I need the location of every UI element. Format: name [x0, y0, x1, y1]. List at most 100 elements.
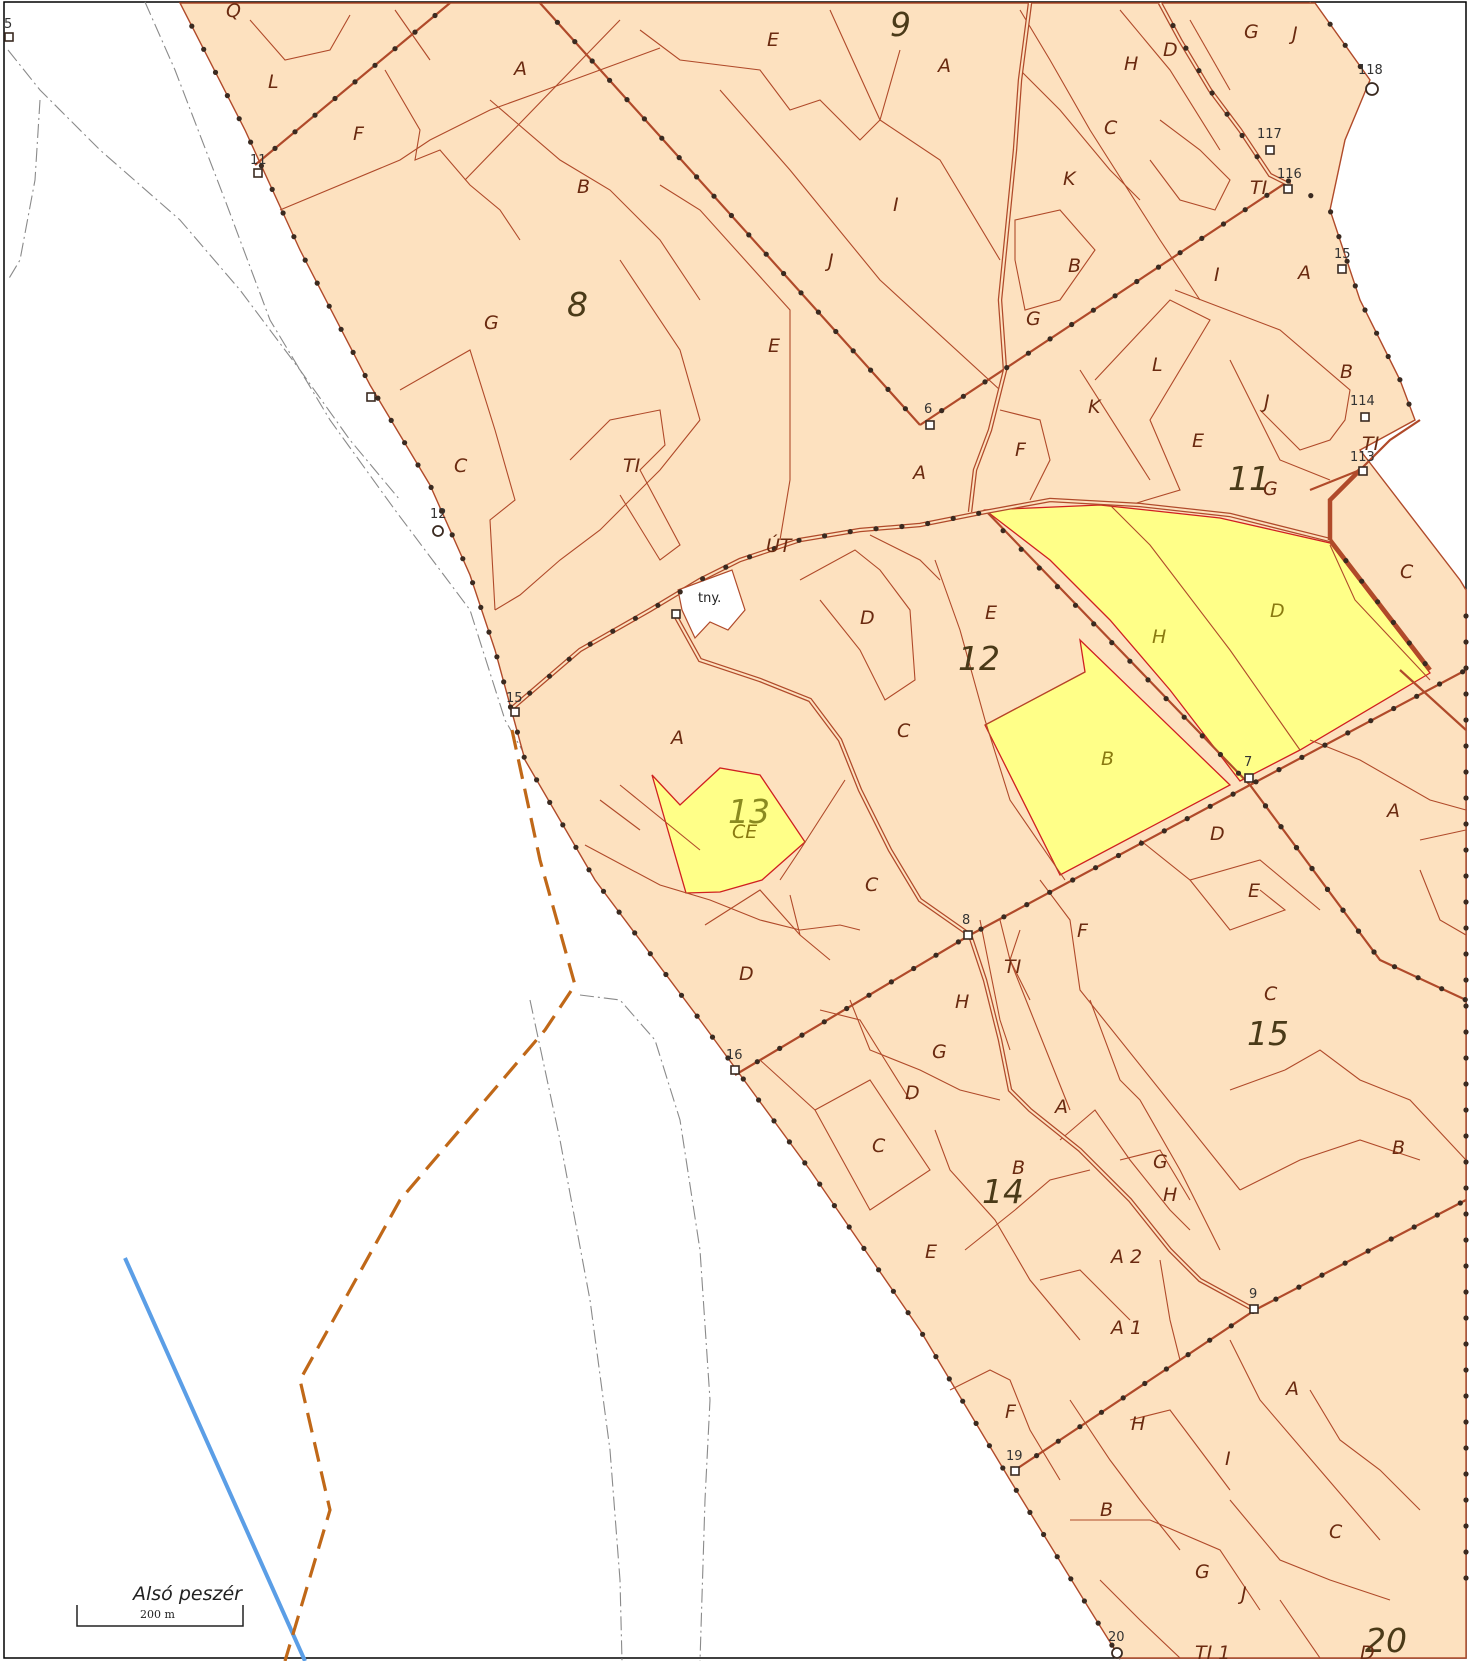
map-label: A 2 — [1109, 1246, 1142, 1268]
map-label: L — [1152, 354, 1163, 376]
boundary-dot — [725, 1055, 731, 1061]
boundary-dot — [902, 406, 909, 412]
boundary-dot — [1264, 192, 1270, 198]
marker-115 — [1337, 264, 1347, 274]
boundary-dot — [1463, 951, 1469, 957]
map-label: D — [905, 1082, 920, 1104]
boundary-dot — [798, 290, 804, 296]
point-labels: 5 11 12 15 6 7 8 9 16 19 20 114 113 15 1… — [4, 17, 1383, 1645]
boundary-dot — [1127, 658, 1133, 664]
boundary-dot — [1352, 283, 1358, 289]
boundary-dot — [799, 1032, 805, 1038]
map-label: H — [1152, 626, 1166, 648]
administrative-boundary — [283, 729, 577, 1661]
boundary-dot — [362, 372, 368, 379]
boundary-dot — [694, 174, 700, 180]
boundary-dot — [589, 58, 595, 64]
boundary-dot — [815, 309, 822, 315]
boundary-dot — [833, 328, 839, 335]
boundary-dot — [844, 1005, 850, 1012]
boundary-dot — [1262, 803, 1269, 809]
map-label: B — [1101, 748, 1114, 770]
boundary-dot — [1359, 578, 1365, 584]
map-label: D — [1163, 39, 1178, 61]
map-label: Q — [226, 0, 241, 22]
boundary-dot — [1434, 1212, 1440, 1218]
boundary-dot — [1463, 795, 1469, 801]
boundary-dot — [1273, 1296, 1279, 1302]
map-label: I — [1225, 1448, 1231, 1470]
boundary-dot — [350, 349, 356, 355]
boundary-dot — [1209, 90, 1215, 96]
boundary-dot — [677, 589, 683, 595]
boundary-dot — [1090, 307, 1096, 313]
map-label: I — [893, 194, 899, 216]
boundary-dot — [1357, 63, 1363, 70]
boundary-dot — [587, 641, 593, 647]
boundary-dot — [1463, 769, 1469, 775]
boundary-dot — [573, 844, 579, 850]
boundary-dot — [976, 510, 982, 516]
boundary-dot — [659, 135, 665, 141]
map-label: B — [1068, 255, 1081, 277]
boundary-dot — [1414, 693, 1420, 699]
boundary-dot — [746, 232, 752, 238]
boundary-dot — [847, 529, 853, 535]
boundary-dot — [375, 395, 381, 401]
boundary-dot — [1463, 1393, 1469, 1399]
boundary-dot — [600, 888, 607, 894]
boundary-dot — [1355, 928, 1362, 934]
boundary-dot — [1322, 742, 1328, 748]
boundary-dot — [1024, 902, 1030, 908]
boundary-dot — [1235, 770, 1242, 776]
map-label: E — [1192, 430, 1204, 452]
marker-117 — [1265, 145, 1275, 155]
boundary-dot — [1342, 42, 1348, 48]
map-label: H — [1163, 1184, 1177, 1206]
boundary-dot — [740, 1076, 746, 1082]
map-label: D — [1360, 1642, 1375, 1661]
boundary-dot — [1463, 1445, 1469, 1451]
map-label: C — [1400, 561, 1414, 583]
boundary-dot — [432, 12, 438, 19]
map-label: 19 — [1006, 1449, 1023, 1464]
boundary-dot — [1340, 907, 1346, 913]
boundary-dot — [302, 257, 308, 263]
boundary-dot — [1463, 1289, 1469, 1295]
map-label: 9 — [1249, 1287, 1257, 1302]
boundary-dot — [1207, 803, 1213, 809]
boundary-dot — [756, 1097, 762, 1103]
boundary-dot — [501, 679, 507, 685]
boundary-dot — [1276, 767, 1282, 773]
boundary-dot — [1463, 717, 1469, 723]
boundary-dot — [1239, 132, 1245, 139]
map-label: K — [1088, 396, 1102, 418]
boundary-dot — [1228, 1323, 1234, 1329]
boundary-dot — [352, 79, 358, 85]
boundary-dot — [1091, 621, 1097, 627]
boundary-dot — [494, 654, 500, 660]
boundary-dot — [1285, 178, 1292, 184]
boundary-dot — [1217, 751, 1223, 758]
map-label: D — [1210, 823, 1225, 845]
boundary-dot — [1077, 1424, 1083, 1430]
boundary-dot — [280, 210, 286, 216]
boundary-dot — [1463, 1081, 1469, 1087]
boundary-dots — [189, 12, 1469, 1648]
boundary-dot — [1155, 264, 1162, 270]
boundary-dot — [1072, 602, 1079, 608]
marker-7 — [1244, 773, 1254, 783]
boundary-dot — [933, 952, 939, 958]
boundary-dot — [1308, 193, 1314, 199]
boundary-dot — [1224, 111, 1230, 117]
boundary-dot — [1293, 845, 1300, 851]
compartment-11: 11 — [1228, 459, 1270, 498]
boundary-dot — [786, 1139, 793, 1145]
map-label: G — [1153, 1151, 1168, 1173]
map-label: 116 — [1277, 167, 1302, 182]
highlighted-parcels — [651, 504, 1431, 894]
boundary-dot — [1036, 565, 1042, 571]
boundary-dot — [338, 326, 344, 332]
boundary-dot — [1463, 899, 1469, 905]
boundary-dot — [763, 251, 769, 257]
